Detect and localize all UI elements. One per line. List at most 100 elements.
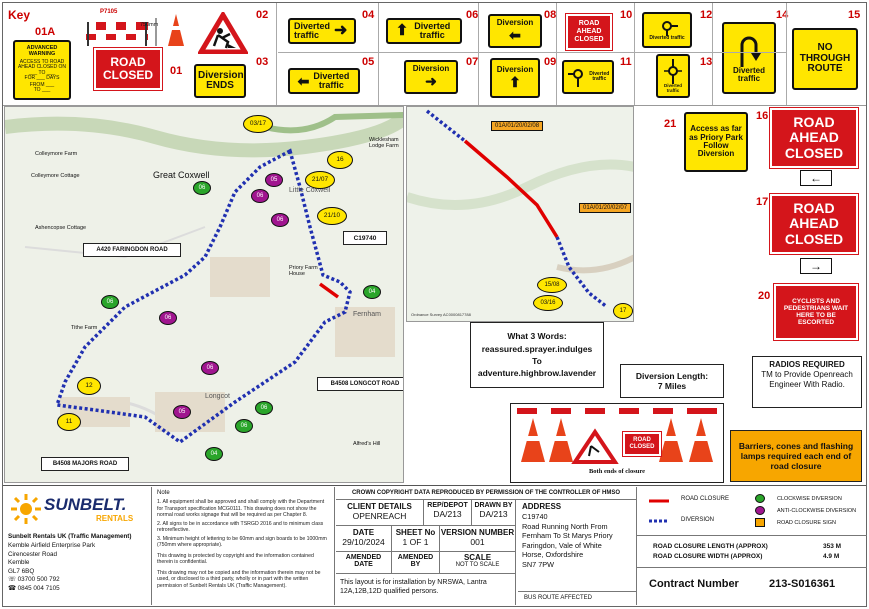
road-label-longcot-text: B4508 LONGCOT ROAD [330, 381, 400, 387]
site-address-line: Faringdon, Vale of White [522, 540, 602, 550]
marker-anticlockwise[interactable]: 05 [173, 405, 191, 419]
map-left[interactable]: Great Coxwell Colleymore Farm Colleymore… [4, 106, 404, 483]
sign-code-08: 08 [544, 9, 557, 21]
sign-code-12: 12 [700, 9, 713, 21]
marker-sign[interactable]: 21/07 [305, 171, 335, 189]
bus-route-cell: BUS ROUTE AFFECTED [518, 591, 636, 605]
marker-sign[interactable]: 17 [613, 303, 633, 319]
marker-clockwise[interactable]: 04 [205, 447, 223, 461]
site-address-line: Road Running North From [522, 521, 608, 531]
sign-code-07: 07 [466, 56, 479, 68]
marker-clockwise[interactable]: 06 [193, 181, 211, 195]
road-ahead-closed-text-17: ROAD AHEAD CLOSED [784, 199, 844, 247]
road-ahead-closed-text-10: ROAD AHEAD CLOSED [574, 20, 604, 43]
marker-clockwise[interactable]: 06 [255, 401, 273, 415]
diverted-text-12: Diverted traffic [649, 35, 685, 42]
marker-anticlockwise[interactable]: 06 [201, 361, 219, 375]
what3words-box: What 3 Words: reassured.sprayer.indulges… [470, 322, 604, 388]
roundabout-ahead-icon [664, 59, 682, 85]
note-item: This drawing is protected by copyright a… [157, 552, 314, 566]
marker-clockwise[interactable]: 06 [235, 419, 253, 433]
w3w-title: What 3 Words: [507, 331, 567, 342]
advance-line-5: TO ___ [33, 87, 51, 94]
sign-code-05: 05 [362, 56, 375, 68]
client-value: OPENREACH [352, 511, 407, 521]
diversion-ends-text: Diversion ENDS [198, 69, 244, 91]
note-item: 3. Minimum height of lettering to be 60m… [157, 535, 327, 549]
w3w-from: reassured.sprayer.indulges [481, 343, 593, 354]
legend-clockwise: CLOCKWISE DIVERSION [777, 496, 842, 502]
marker-sign[interactable]: 03/16 [533, 295, 563, 311]
w3w-to: adventure.highbrow.lavender [477, 368, 597, 379]
closure-road-closed-sign: ROAD CLOSED [622, 431, 662, 457]
advance-line-4: FROM ___ [29, 82, 55, 89]
marker-sign[interactable]: 21/10 [317, 207, 347, 225]
sheet-value: 1 OF 1 [402, 537, 429, 547]
closure-length-label: ROAD CLOSURE LENGTH (APPROX) [653, 543, 768, 550]
client-label: CLIENT DETAILS [347, 502, 412, 511]
closure-length-value: 353 M [823, 543, 842, 550]
roundabout-right-icon [662, 21, 678, 37]
w3w-to-label: To [532, 356, 542, 366]
key-col-divider [786, 3, 787, 105]
note-item: This drawing may not be copied and the i… [157, 569, 321, 589]
diverted-text-04: Diverted traffic [294, 20, 331, 40]
key-col-divider [378, 3, 379, 105]
marker-sign[interactable]: 15/08 [537, 277, 567, 293]
access-priory-text: Access as far as Priory Park Follow Dive… [689, 124, 743, 159]
sheet-cell: SHEET No 1 OF 1 [392, 526, 440, 552]
site-address-line: Horse, Oxfordshire [522, 550, 584, 560]
legend-panel: ROAD CLOSURE DIVERSION CLOCKWISE DIVERSI… [636, 487, 867, 605]
sign-diversion-ahead: Diversion ⬆ [490, 58, 540, 98]
sign-cyclists-pedestrians: CYCLISTS AND PEDESTRIANS WAIT HERE TO BE… [773, 283, 859, 341]
marker-anticlockwise[interactable]: 06 [251, 189, 269, 203]
place-little-coxwell: Little Coxwell [289, 187, 331, 194]
marker-sign[interactable]: 16 [327, 151, 353, 169]
legend-sign: ROAD CLOSURE SIGN [777, 520, 836, 526]
phone-line: ☎ 0845 004 7105 [8, 584, 60, 592]
diversion-text-08: Diversion [496, 18, 534, 28]
diversion-text-09: Diversion [496, 65, 534, 75]
place-priory-farm: Priory Farm House [289, 265, 318, 277]
marker-sign[interactable]: 03/17 [243, 115, 273, 133]
sign-code-13: 13 [700, 56, 713, 68]
phone-line: ☏ 03700 500 792 [8, 576, 60, 583]
sunbelt-logo-icon [11, 494, 41, 524]
closure-illustration [517, 408, 717, 464]
marker-sign[interactable]: 11 [57, 413, 81, 431]
marker-anticlockwise[interactable]: 06 [271, 213, 289, 227]
marker-clockwise[interactable]: 06 [101, 295, 119, 309]
depot-label: REP/DEPOT [427, 502, 468, 509]
barrier-illustration [86, 14, 184, 46]
sign-road-ahead-closed-17: ROAD AHEAD CLOSED [769, 193, 859, 255]
sign-code-16: 16 [756, 110, 769, 122]
marker-anticlockwise[interactable]: 05 [265, 173, 283, 187]
place-alfreds-hill: Alfred's Hill [353, 441, 381, 447]
roundabout-left-icon [568, 69, 583, 87]
version-label: VERSION NUMBER [440, 528, 515, 537]
place-ashencopse-cottage: Ashencopse Cottage [35, 225, 87, 231]
road-label-majors: B4508 MAJORS ROAD [41, 457, 129, 471]
sign-diverted-uturn: Diverted traffic [722, 22, 776, 94]
sign-diversion-right: Diversion ➜ [404, 60, 458, 94]
road-closed-text: ROAD CLOSED [102, 54, 153, 82]
sign-diverted-traffic-left: ⬅ Diverted traffic [288, 68, 360, 94]
diverted-text-05: Diverted traffic [313, 70, 350, 90]
key-col-divider [712, 3, 713, 105]
closure-caption: Both ends of closure [588, 468, 646, 475]
key-col-divider [556, 3, 557, 105]
company-panel: SUNBELT. RENTALS Sunbelt Rentals UK (Tra… [4, 487, 152, 605]
note-item: 1. All equipment shall be approved and s… [157, 499, 325, 518]
legend-diversion: DIVERSION [681, 517, 715, 523]
sign-code-09: 09 [544, 56, 557, 68]
amended-date-label: AMENDED DATE [345, 554, 382, 568]
marker-anticlockwise[interactable]: 06 [159, 311, 177, 325]
date-value: 29/10/2024 [342, 537, 385, 547]
arrow-up-icon: ⬆ [509, 73, 521, 90]
marker-clockwise[interactable]: 04 [363, 285, 381, 299]
sign-diversion-ends: Diversion ENDS [194, 64, 246, 98]
marker-sign[interactable]: 12 [77, 377, 101, 395]
map-right[interactable]: 01A/01/20/02/08 01A/01/20/02/07 15/08 03… [406, 106, 634, 322]
legend-road-closure: ROAD CLOSURE [681, 496, 730, 502]
